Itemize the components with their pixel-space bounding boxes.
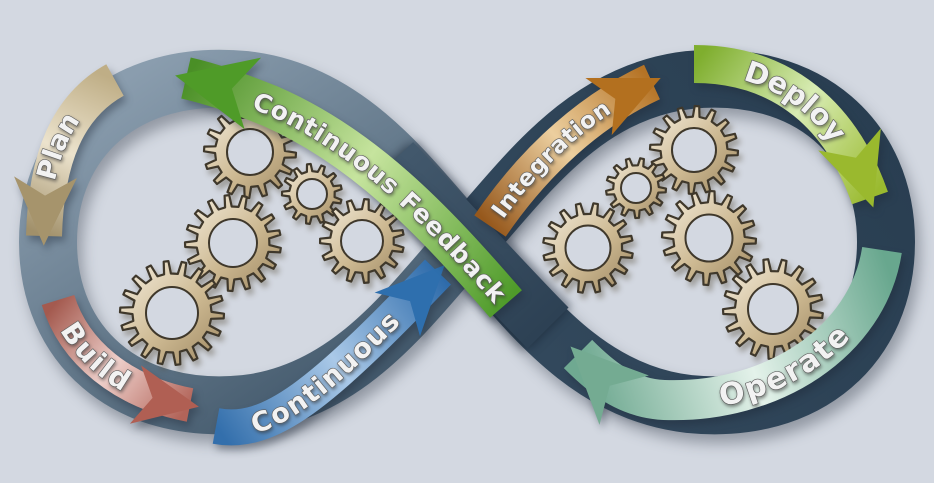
gear-hole <box>296 178 328 210</box>
gear-hole <box>564 224 612 272</box>
continuous-arrow <box>212 259 451 446</box>
gear-hole <box>620 172 652 204</box>
gear-hole <box>208 218 258 268</box>
gear-hole <box>671 127 717 173</box>
gear-hole <box>747 283 799 335</box>
feedback-arrow <box>175 57 522 318</box>
gears-right <box>542 104 824 361</box>
stage-arrows <box>14 45 902 446</box>
gear-hole <box>684 213 734 263</box>
integration-arrow <box>474 64 661 237</box>
gear-hole <box>340 219 384 263</box>
plan-arrow <box>14 64 125 246</box>
gear-hole <box>226 128 274 176</box>
build-arrow <box>41 294 199 424</box>
gears-left <box>118 104 405 366</box>
deploy-arrow <box>693 45 888 208</box>
operate-arrow <box>563 246 902 425</box>
gear-hole <box>145 286 199 340</box>
